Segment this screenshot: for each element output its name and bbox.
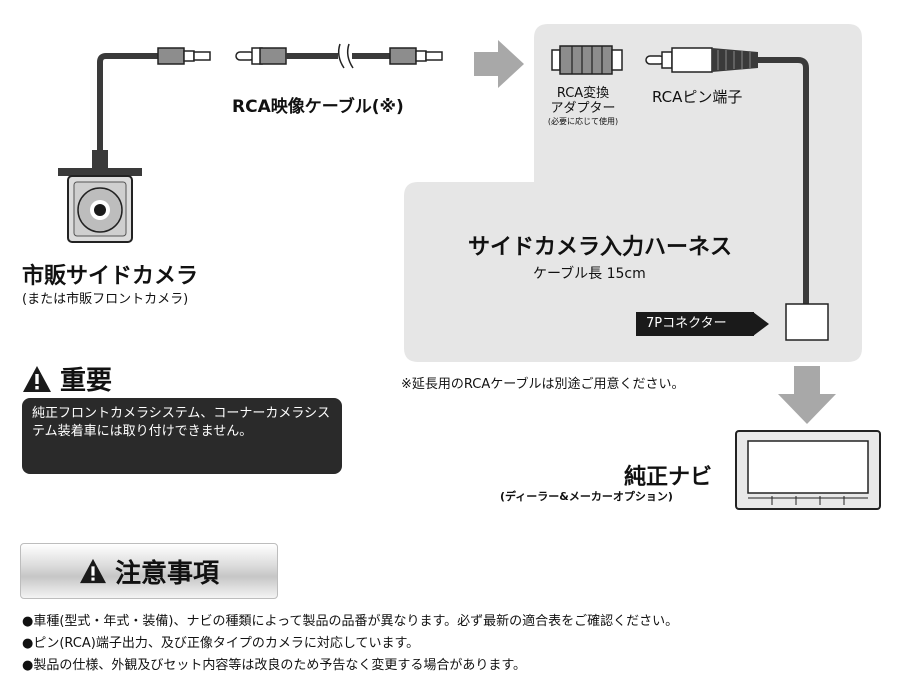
caution-list: ●車種(型式・年式・装備)、ナビの種類によって製品の品番が異なります。必ず最新の… (22, 611, 678, 677)
list-item: ●製品の仕様、外観及びセット内容等は改良のため予告なく変更する場合があります。 (22, 658, 527, 673)
list-item: ●車種(型式・年式・装備)、ナビの種類によって製品の品番が異なります。必ず最新の… (22, 614, 679, 629)
navi-unit-icon (735, 430, 881, 510)
camera-title: 市販サイドカメラ (22, 264, 199, 289)
adapter-label-line2: アダプター (550, 101, 616, 116)
camera-cable (97, 53, 162, 168)
harness-rca-pin (645, 47, 758, 73)
important-box: 純正フロントカメラシステム、コーナーカメラシステム装着車には取り付けできません。 (22, 398, 342, 474)
camera-cable-boot (92, 150, 108, 170)
extension-note: ※延長用のRCAケーブルは別途ご用意ください。 (401, 377, 685, 392)
harness-length: ケーブル長 15cm (533, 266, 646, 282)
caution-title: 注意事項 (114, 558, 219, 589)
rca-pin-label: RCAピン端子 (652, 88, 743, 106)
navi-title: 純正ナビ (624, 465, 713, 490)
arrow-down-icon (778, 366, 836, 424)
rca-video-cable (235, 43, 443, 69)
camera-subtitle: (または市販フロントカメラ) (22, 292, 189, 307)
camera-icon (58, 168, 142, 243)
rca-cable-label: RCA映像ケーブル(※) (232, 97, 404, 117)
warning-icon (23, 365, 51, 392)
harness-panel (404, 24, 862, 362)
list-item: ●ピン(RCA)端子出力、及び正像タイプのカメラに対応しています。 (22, 636, 420, 651)
camera-rca-plug (157, 47, 211, 65)
important-title: 重要 (60, 366, 113, 396)
7p-connector (785, 303, 829, 341)
harness-cable (758, 57, 809, 304)
adapter-label-note: (必要に応じて使用) (547, 117, 619, 126)
adapter-label: RCA変換 アダプター (必要に応じて使用) (535, 86, 631, 127)
warning-icon (79, 558, 106, 584)
connector-label: 7Pコネクター (636, 312, 754, 336)
adapter-label-line1: RCA変換 (556, 86, 610, 101)
harness-title: サイドカメラ入力ハーネス (468, 235, 733, 260)
navi-subtitle: (ディーラー&メーカーオプション) (500, 490, 673, 503)
caution-banner: 注意事項 (20, 543, 278, 599)
connector-pointer-icon (753, 312, 769, 336)
important-heading: 重要 (22, 360, 112, 397)
rca-adapter (551, 45, 623, 75)
arrow-right-icon (474, 40, 524, 88)
